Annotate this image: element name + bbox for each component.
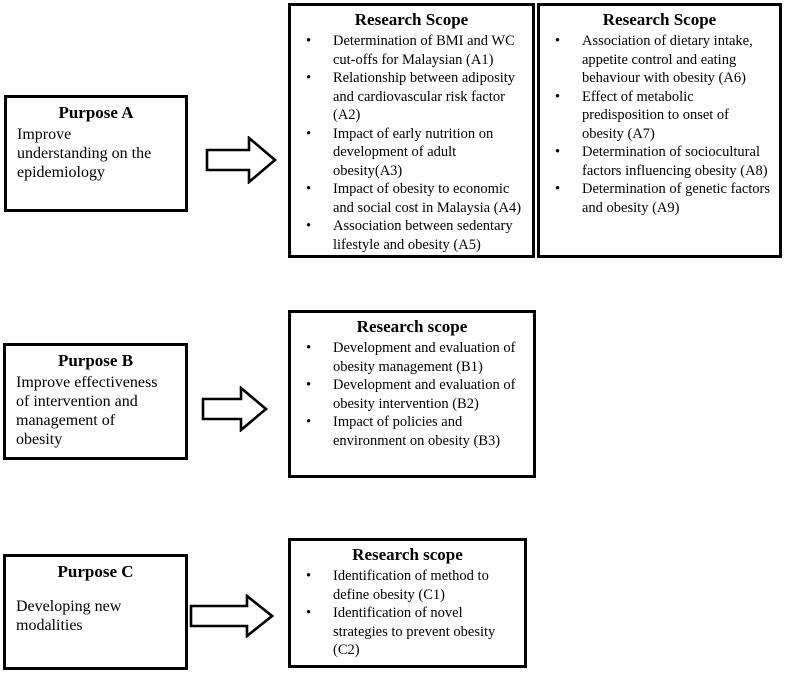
purpose-c-box: Purpose C Developing new modalities [3, 554, 188, 670]
purpose-a-box: Purpose A Improve understanding on the e… [4, 95, 188, 212]
scope-item: Association of dietary intake, appetite … [540, 32, 779, 88]
right-arrow-a-icon [205, 136, 277, 184]
purpose-b-box: Purpose B Improve effectiveness of inter… [3, 343, 188, 460]
right-arrow-b-icon [201, 386, 268, 432]
scope-item: Determination of genetic factors and obe… [540, 180, 779, 217]
scope-item: Relationship between adiposity and cardi… [291, 69, 532, 125]
scope-item: Identification of method to define obesi… [291, 567, 524, 604]
scope-a1-title: Research Scope [354, 10, 469, 29]
purpose-c-title: Purpose C [57, 562, 134, 581]
scope-item: Effect of metabolic predisposition to on… [540, 88, 779, 144]
scope-c-title: Research scope [352, 545, 463, 564]
scope-item: Identification of novel strategies to pr… [291, 604, 524, 660]
scope-item: Impact of policies and environment on ob… [291, 413, 533, 450]
purpose-c-body: Developing new modalities [16, 598, 122, 634]
scope-b-box: Research scope Development and evaluatio… [288, 310, 536, 478]
scope-b-list: Development and evaluation of obesity ma… [291, 339, 533, 450]
scope-a1-list: Determination of BMI and WC cut-offs for… [291, 32, 532, 254]
purpose-b-body: Improve effectiveness of intervention an… [16, 374, 158, 448]
scope-item: Development and evaluation of obesity ma… [291, 339, 533, 376]
scope-item: Association between sedentary lifestyle … [291, 217, 532, 254]
purpose-a-body: Improve understanding on the epidemiolog… [17, 126, 152, 181]
scope-a2-box: Research Scope Association of dietary in… [537, 3, 782, 258]
scope-b-title: Research scope [356, 317, 468, 336]
scope-a1-box: Research Scope Determination of BMI and … [288, 3, 535, 258]
scope-item: Impact of early nutrition on development… [291, 125, 532, 181]
scope-a2-title: Research Scope [602, 10, 717, 29]
scope-item: Determination of sociocultural factors i… [540, 143, 779, 180]
scope-c-box: Research scope Identification of method … [288, 538, 527, 668]
scope-item: Impact of obesity to economic and social… [291, 180, 532, 217]
purpose-b-title: Purpose B [57, 351, 134, 370]
scope-a2-list: Association of dietary intake, appetite … [540, 32, 779, 217]
scope-item: Development and evaluation of obesity in… [291, 376, 533, 413]
purpose-a-title: Purpose A [58, 103, 134, 122]
scope-c-list: Identification of method to define obesi… [291, 567, 524, 660]
right-arrow-c-icon [189, 594, 274, 638]
scope-item: Determination of BMI and WC cut-offs for… [291, 32, 532, 69]
